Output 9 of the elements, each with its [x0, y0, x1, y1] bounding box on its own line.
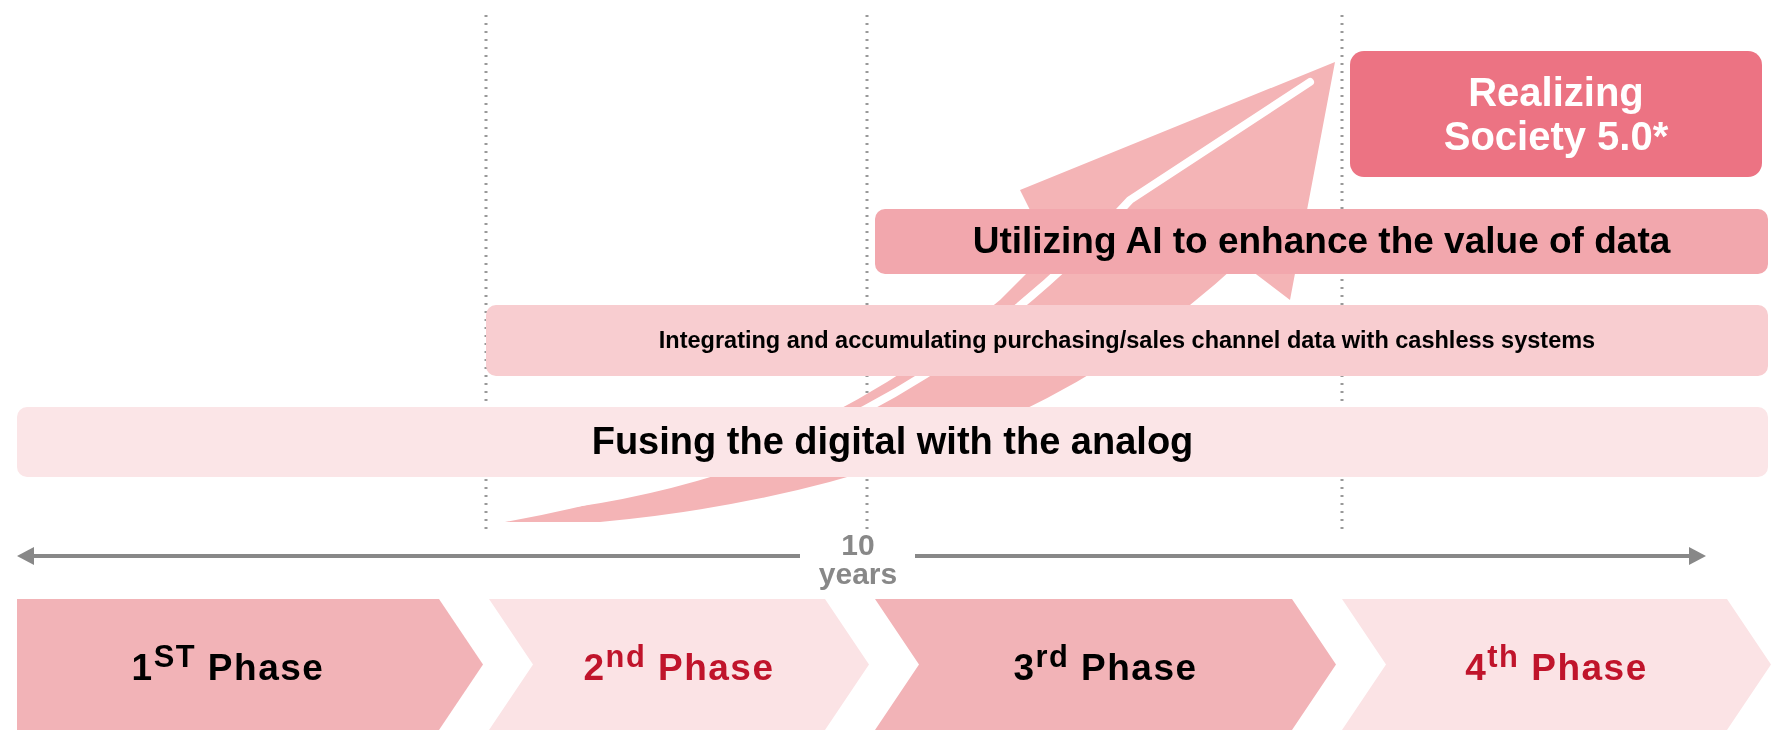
phase-banner: 3$^{rd}$ Phase: [875, 599, 1336, 730]
stage-band: Fusing the digital with the analog: [17, 407, 1768, 477]
phase-banner: 1$^{ST}$ Phase: [17, 599, 483, 730]
phase-banner: 2$^{nd}$ Phase: [489, 599, 869, 730]
stage-band: Utilizing AI to enhance the value of data: [875, 209, 1768, 274]
goal-box: Realizing Society 5.0*: [1350, 51, 1762, 177]
dimension-label: 10 years: [817, 531, 899, 588]
phase-banner: 4$^{th}$ Phase: [1342, 599, 1771, 730]
stage-band: Integrating and accumulating purchasing/sales channel data with cashless systems: [486, 305, 1768, 376]
